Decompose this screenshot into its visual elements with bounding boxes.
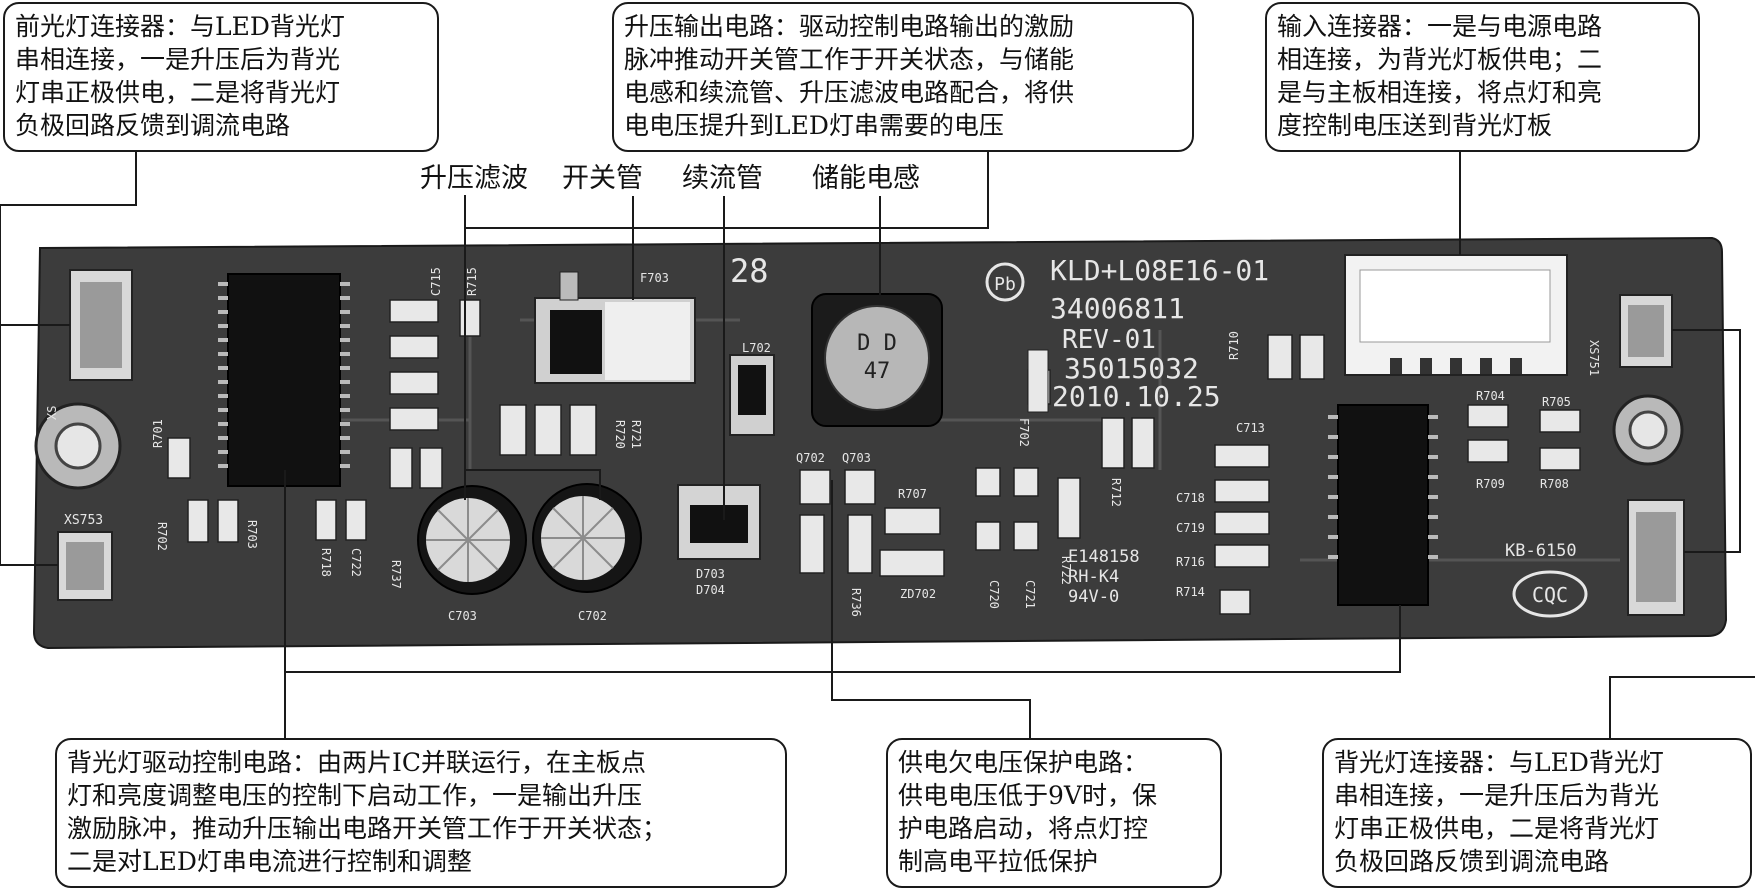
silk-serial: 35015032 <box>1064 352 1199 385</box>
label-switch-tube: 开关管 <box>562 163 643 194</box>
silk-c718: C718 <box>1176 491 1205 505</box>
ic-pins <box>218 282 350 468</box>
smd-components-left <box>167 299 597 543</box>
callout-backlight-connector: 背光灯连接器：与LED背光灯 串相连接，一是升压后为背光 灯串正极供电，二是将背… <box>1322 738 1752 888</box>
silk-r712: R712 <box>1109 478 1123 507</box>
silk-r704: R704 <box>1476 389 1505 403</box>
callout-driver-control: 背光灯驱动控制电路：由两片IC并联运行，在主板点 灯和亮度调整电压的控制下启动工… <box>55 738 787 888</box>
silk-c721: C721 <box>1023 580 1037 609</box>
leader-front-connector <box>0 150 137 566</box>
silk-d703: D703 <box>696 567 725 581</box>
storage-inductor: D D 47 <box>811 293 943 427</box>
ic-right-pins <box>1328 415 1438 559</box>
silk-r709: R709 <box>1476 477 1505 491</box>
leader-backlight-connector <box>1609 676 1755 740</box>
callout-boost-output: 升压输出电路：驱动控制电路输出的激励 脉冲推动开关管工作于开关状态，与储能 电感… <box>612 2 1194 152</box>
silk-r736: R736 <box>849 588 863 617</box>
silk-c713: C713 <box>1236 421 1265 435</box>
label-storage-inductor: 储能电感 <box>812 163 920 194</box>
silk-f702: F702 <box>1017 418 1031 447</box>
leader-driver-control <box>284 605 1401 740</box>
silk-xs: XS <box>45 406 59 420</box>
silk-date: 2010.10.25 <box>1052 380 1221 413</box>
callout-input-connector: 输入连接器：一是与电源电路 相连接，为背光灯板供电；二 是与主板相连接，将点灯和… <box>1265 2 1700 152</box>
silk-kb-code: KB-6150 <box>1505 541 1577 561</box>
silk-r715: R715 <box>465 267 479 296</box>
silk-q702: Q702 <box>796 451 825 465</box>
smd-components-right <box>1214 334 1581 615</box>
silk-c720: C720 <box>987 580 1001 609</box>
silkscreen: KLD+L08E16-01 34006811 REV-01 35015032 2… <box>45 252 1601 623</box>
leader-backlight-connector-pins <box>1672 329 1741 553</box>
label-freewheel-tube: 续流管 <box>682 163 763 194</box>
silk-c722: C722 <box>349 548 363 577</box>
pb-free-logo-text: Pb <box>994 274 1016 295</box>
leader-undervoltage <box>831 480 1031 740</box>
silk-c719: C719 <box>1176 521 1205 535</box>
switch-mosfet <box>534 271 696 384</box>
silk-d704: D704 <box>696 583 725 597</box>
driver-ic-right <box>1337 404 1429 606</box>
silk-xs753: XS753 <box>64 513 103 528</box>
fuse-f702 <box>1027 349 1049 413</box>
silk-r714: R714 <box>1176 585 1205 599</box>
silk-xs751: XS751 <box>1587 340 1601 376</box>
silk-c715: C715 <box>429 267 443 296</box>
silk-r707: R707 <box>898 487 927 501</box>
silk-revision: REV-01 <box>1062 325 1156 355</box>
silk-flame-rating: 94V-0 <box>1068 587 1119 607</box>
silk-zd702: ZD702 <box>900 587 936 601</box>
silk-r708: R708 <box>1540 477 1569 491</box>
silk-l702: L702 <box>742 341 771 355</box>
silk-r718: R718 <box>319 548 333 577</box>
label-boost-filter: 升压滤波 <box>420 163 528 194</box>
silk-c702: C702 <box>578 609 607 623</box>
silk-r705: R705 <box>1542 395 1571 409</box>
silk-r702: R702 <box>155 522 169 551</box>
boost-filter-capacitors <box>417 483 642 595</box>
leader-lines <box>0 150 1755 740</box>
silk-r721: R721 <box>629 420 643 449</box>
leader-boost-filter-cap2 <box>465 469 601 500</box>
silk-cqc-mark: CQC <box>1532 583 1568 607</box>
callout-undervoltage: 供电欠电压保护电路： 供电电压低于9V时，保 护电路启动，将点灯控 制高电平拉低… <box>886 738 1222 888</box>
pb-free-logo <box>985 262 1025 302</box>
callout-front-connector: 前光灯连接器：与LED背光灯 串相连接，一是升压后为背光 灯串正极供电，二是将背… <box>3 2 439 152</box>
leader-boost-output <box>464 150 989 500</box>
input-connector <box>1344 254 1568 376</box>
silk-rating-code: RH-K4 <box>1068 567 1119 587</box>
silk-c703: C703 <box>448 609 477 623</box>
silk-r701: R701 <box>151 419 165 448</box>
driver-ic <box>227 273 341 487</box>
inductor-marking-top: D D <box>857 331 897 356</box>
silk-model: KLD+L08E16-01 <box>1050 254 1269 287</box>
cqc-logo <box>1512 570 1588 618</box>
silk-r737: R737 <box>389 560 403 589</box>
silk-cert-code: E148158 <box>1068 547 1140 567</box>
freewheel-diode <box>677 354 775 560</box>
silk-part-number: 34006811 <box>1050 292 1185 325</box>
silk-r722: R722 <box>1059 556 1073 585</box>
silk-r703: R703 <box>245 520 259 549</box>
silk-r716: R716 <box>1176 555 1205 569</box>
silk-q703: Q703 <box>842 451 871 465</box>
silk-r710: R710 <box>1227 331 1241 360</box>
silk-r720: R720 <box>613 420 627 449</box>
silk-f703: F703 <box>640 271 669 285</box>
inductor-marking-bottom: 47 <box>864 359 891 384</box>
silk-position-marker: 28 <box>730 252 769 290</box>
